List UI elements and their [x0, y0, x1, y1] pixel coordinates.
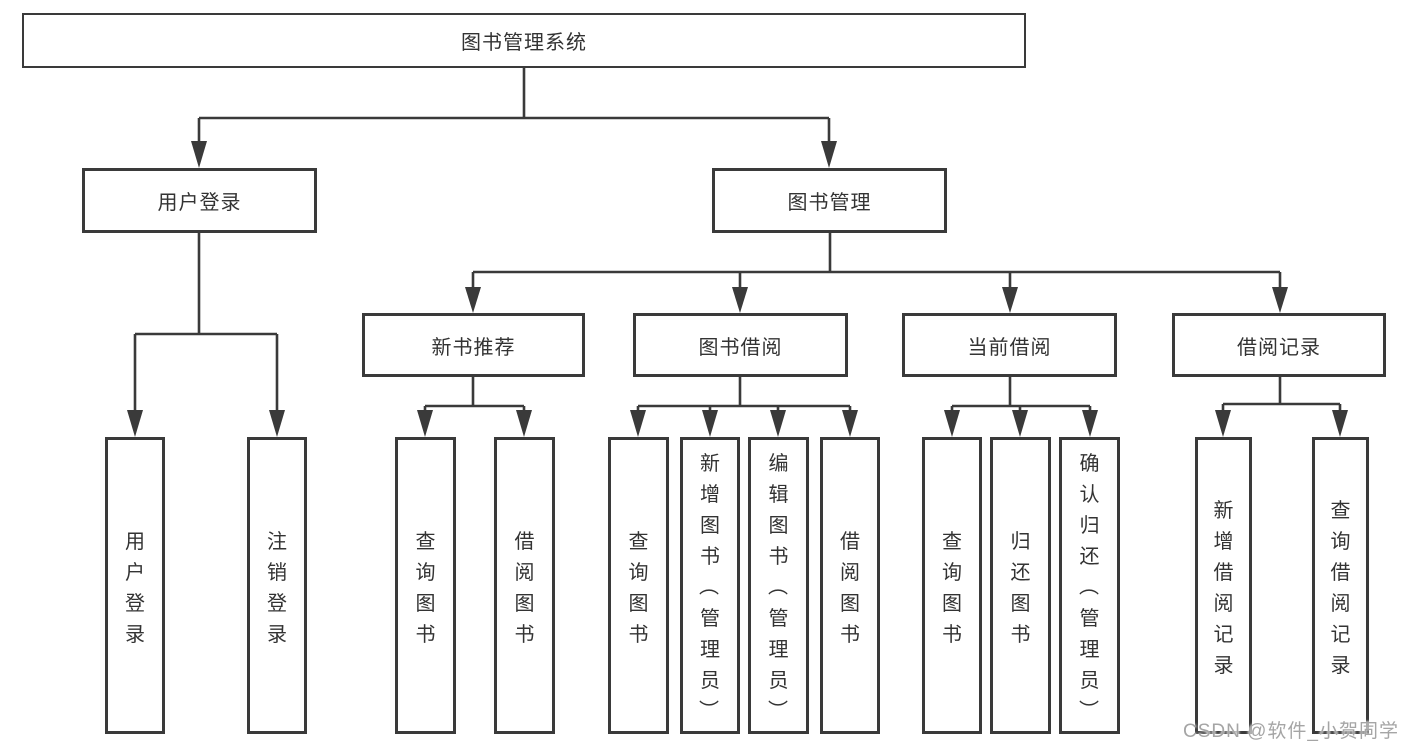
- node-new-book-recommend-label: 新书推荐: [431, 336, 516, 359]
- node-book-management-label: 图书管理: [787, 192, 872, 214]
- node-book-management: 图书管理: [712, 168, 947, 233]
- leaf-add-books-admin-label: 新增图书（管理员）: [696, 453, 721, 720]
- leaf-edit-books-admin: 编辑图书（管理员）: [748, 437, 809, 734]
- leaf-user-login-label: 用户登录: [125, 530, 145, 646]
- node-new-book-recommend: 新书推荐: [362, 313, 585, 377]
- leaf-logout: 注销登录: [247, 437, 307, 734]
- leaf-query-books-current: 查询图书: [922, 437, 982, 734]
- leaf-borrow-books-recommend-label: 借阅图书: [514, 530, 535, 646]
- arrowhead-icons: [127, 141, 1348, 437]
- leaf-query-books-recommend-label: 查询图书: [415, 530, 436, 646]
- leaf-edit-books-admin-label: 编辑图书（管理员）: [765, 453, 789, 720]
- node-user-login-label: 用户登录: [157, 192, 242, 214]
- node-current-borrow-label: 当前借阅: [967, 336, 1052, 359]
- watermark-text: CSDN @软件_小贺同学: [1183, 721, 1399, 742]
- leaf-borrow-books-recommend: 借阅图书: [494, 437, 555, 734]
- node-current-borrow: 当前借阅: [902, 313, 1117, 377]
- node-borrow-records-label: 借阅记录: [1237, 336, 1321, 359]
- leaf-add-books-admin: 新增图书（管理员）: [680, 437, 740, 734]
- leaf-query-borrow-record: 查询借阅记录: [1312, 437, 1369, 734]
- node-user-login: 用户登录: [82, 168, 317, 233]
- node-library-management-system-label: 图书管理系统: [461, 32, 587, 54]
- node-book-borrow-label: 图书借阅: [698, 336, 783, 359]
- leaf-query-borrow-record-label: 查询借阅记录: [1330, 499, 1351, 677]
- leaf-query-books-borrow-label: 查询图书: [628, 530, 649, 646]
- leaf-add-borrow-record-label: 新增借阅记录: [1213, 499, 1234, 677]
- node-book-borrow: 图书借阅: [633, 313, 848, 377]
- leaf-logout-label: 注销登录: [267, 530, 287, 646]
- leaf-borrow-books-label: 借阅图书: [840, 530, 860, 646]
- node-borrow-records: 借阅记录: [1172, 313, 1386, 377]
- leaf-confirm-return-admin-label: 确认归还（管理员）: [1076, 453, 1100, 720]
- leaf-query-books-recommend: 查询图书: [395, 437, 456, 734]
- leaf-return-books-label: 归还图书: [1010, 530, 1031, 646]
- leaf-add-borrow-record: 新增借阅记录: [1195, 437, 1252, 734]
- node-library-management-system: 图书管理系统: [22, 13, 1026, 68]
- leaf-borrow-books: 借阅图书: [820, 437, 880, 734]
- leaf-query-books-current-label: 查询图书: [942, 530, 962, 646]
- leaf-user-login: 用户登录: [105, 437, 165, 734]
- leaf-confirm-return-admin: 确认归还（管理员）: [1059, 437, 1120, 734]
- leaf-return-books: 归还图书: [990, 437, 1051, 734]
- leaf-query-books-borrow: 查询图书: [608, 437, 669, 734]
